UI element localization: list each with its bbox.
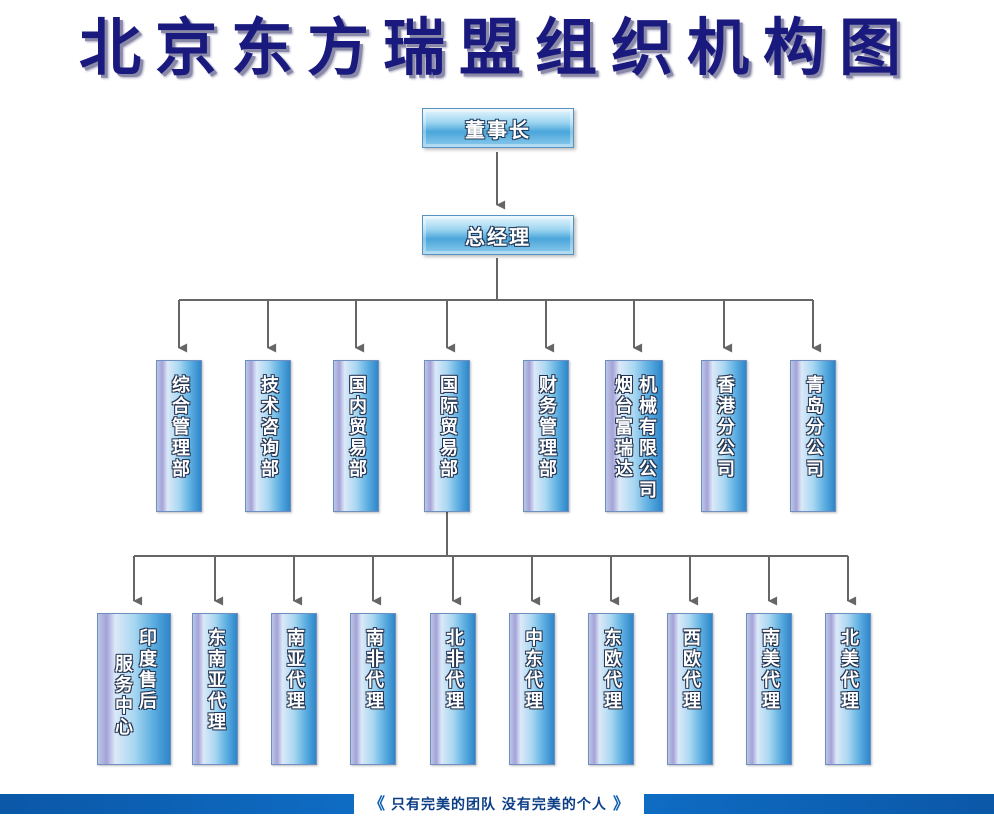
slogan-text: 只有完美的团队 没有完美的个人 [391, 797, 607, 813]
dept-intl-trade-box: 国际贸易部 [424, 360, 470, 512]
dept-finance-box: 财务管理部 [523, 360, 569, 512]
dept-integrated-label: 综合管理部 [169, 375, 190, 480]
agent-south-africa-box: 南非代理 [350, 613, 396, 765]
slogan-banner: 《 只有完美的团队 没有完美的个人 》 [354, 794, 644, 814]
dept-intl-trade-label: 国际贸易部 [437, 375, 458, 480]
dept-tech-consult-label: 技术咨询部 [258, 375, 279, 480]
agent-southeast-asia-label: 东南亚代理 [205, 628, 226, 733]
agent-south-america-label: 南美代理 [759, 628, 780, 712]
agent-eastern-europe-label: 东欧代理 [601, 628, 622, 712]
agent-south-africa-label: 南非代理 [363, 628, 384, 712]
agent-south-asia-label: 南亚代理 [284, 628, 305, 712]
agent-north-america-box: 北美代理 [825, 613, 871, 765]
agent-eastern-europe-box: 东欧代理 [588, 613, 634, 765]
agent-middle-east-box: 中东代理 [509, 613, 555, 765]
agent-india-label: 印度售后 [136, 628, 157, 712]
dept-yantai-furuida-label: 烟台富瑞达 [612, 375, 633, 480]
agent-western-europe-box: 西欧代理 [667, 613, 713, 765]
agent-western-europe-label: 西欧代理 [680, 628, 701, 712]
agent-middle-east-label: 中东代理 [522, 628, 543, 712]
agent-india-box: 印度售后服务中心 [97, 613, 171, 765]
chairman-label: 董事长 [465, 117, 531, 142]
agent-north-africa-label: 北非代理 [443, 628, 464, 712]
agent-north-america-label: 北美代理 [838, 628, 859, 712]
agent-india-label: 服务中心 [112, 654, 133, 738]
general-manager-box: 总经理 [422, 215, 574, 255]
right-chevron-icon: 》 [612, 794, 629, 813]
agent-south-asia-box: 南亚代理 [271, 613, 317, 765]
agent-north-africa-box: 北非代理 [430, 613, 476, 765]
chairman-box: 董事长 [422, 108, 574, 148]
left-chevron-icon: 《 [369, 794, 386, 813]
general-manager-label: 总经理 [465, 224, 531, 249]
dept-yantai-furuida-box: 机械有限公司烟台富瑞达 [605, 360, 663, 512]
dept-hongkong-branch-label: 香港分公司 [714, 375, 735, 480]
dept-hongkong-branch-box: 香港分公司 [701, 360, 747, 512]
dept-qingdao-branch-box: 青岛分公司 [790, 360, 836, 512]
footer-bar: 《 只有完美的团队 没有完美的个人 》 [0, 794, 994, 814]
dept-integrated-box: 综合管理部 [156, 360, 202, 512]
agent-southeast-asia-box: 东南亚代理 [192, 613, 238, 765]
dept-domestic-trade-box: 国内贸易部 [333, 360, 379, 512]
dept-tech-consult-box: 技术咨询部 [245, 360, 291, 512]
dept-qingdao-branch-label: 青岛分公司 [803, 375, 824, 480]
dept-yantai-furuida-label: 机械有限公司 [636, 375, 657, 501]
page-title: 北京东方瑞盟组织机构图 [78, 11, 915, 84]
dept-domestic-trade-label: 国内贸易部 [346, 375, 367, 480]
agent-south-america-box: 南美代理 [746, 613, 792, 765]
dept-finance-label: 财务管理部 [536, 375, 557, 480]
